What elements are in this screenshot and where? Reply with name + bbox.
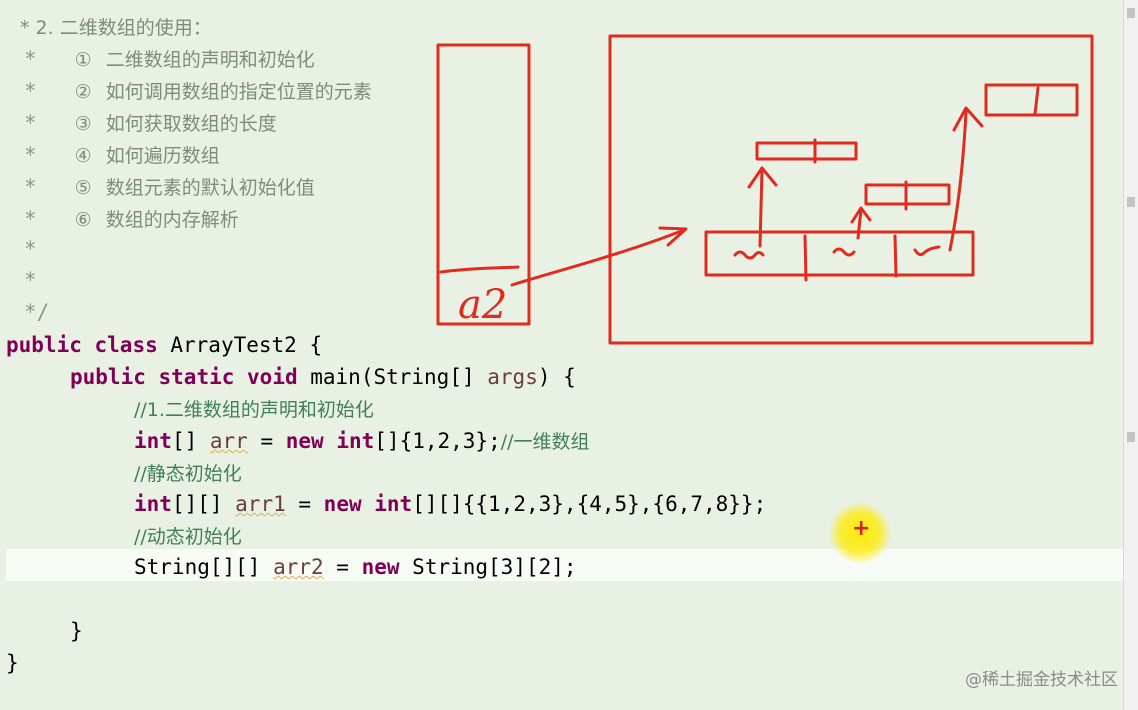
inner-array-1 [755, 141, 858, 161]
code-line-arr1: int[][] arr1 = new int[][]{{1,2,3},{4,5}… [134, 492, 767, 516]
cell-squiggle-3 [913, 245, 941, 257]
outer-array-divider-1 [803, 234, 808, 282]
doc-end: */ [24, 300, 50, 324]
inner-arrow-3 [948, 110, 968, 252]
inner-arrow-1 [758, 168, 764, 248]
cell-squiggle-2 [832, 247, 856, 257]
code-comment-2: //静态初始化 [134, 463, 242, 485]
heap-box [608, 34, 1094, 345]
scroll-marker [1127, 197, 1135, 207]
code-close-method: } [70, 619, 83, 643]
plus-cursor-icon: + [852, 516, 871, 541]
reference-arrowhead [658, 226, 688, 247]
outer-array-box [704, 230, 975, 277]
code-line-arr: int[] arr = new int[]{1,2,3};//一维数组 [134, 429, 590, 453]
code-line-class: public class ArrayTest2 { [6, 333, 323, 357]
scroll-marker [1127, 432, 1135, 442]
doc-header: * 2. 二维数组的使用： [20, 17, 212, 39]
reference-arrow [510, 228, 686, 287]
inner-arrowhead-2 [850, 206, 872, 224]
code-comment-1: //1.二维数组的声明和初始化 [134, 399, 374, 421]
code-comment-3: //动态初始化 [134, 526, 242, 548]
cursor-highlight [828, 503, 892, 563]
inner-arrow-2 [856, 208, 863, 240]
doc-line-8: * [24, 268, 37, 292]
vertical-scrollbar[interactable] [1123, 0, 1138, 710]
inner-arrowhead-3 [952, 106, 984, 132]
outer-array-divider-2 [893, 234, 898, 278]
inner-array-3-divider [1033, 86, 1040, 116]
code-line-main: public static void main(String[] args) { [70, 365, 576, 389]
stack-var-label: a2 [458, 282, 507, 328]
stack-box [436, 43, 531, 326]
code-close-class: } [6, 651, 19, 675]
code-line-arr2: String[][] arr2 = new String[3][2]; [134, 555, 577, 579]
doc-line-7: * [24, 237, 37, 261]
watermark: @稀土掘金技术社区 [965, 670, 1118, 690]
stack-divider [439, 265, 520, 274]
inner-array-3 [984, 83, 1079, 117]
cell-squiggle-1 [733, 250, 765, 260]
scroll-marker [1127, 8, 1135, 18]
inner-arrowhead-1 [747, 166, 778, 189]
current-line-highlight [6, 549, 1124, 581]
